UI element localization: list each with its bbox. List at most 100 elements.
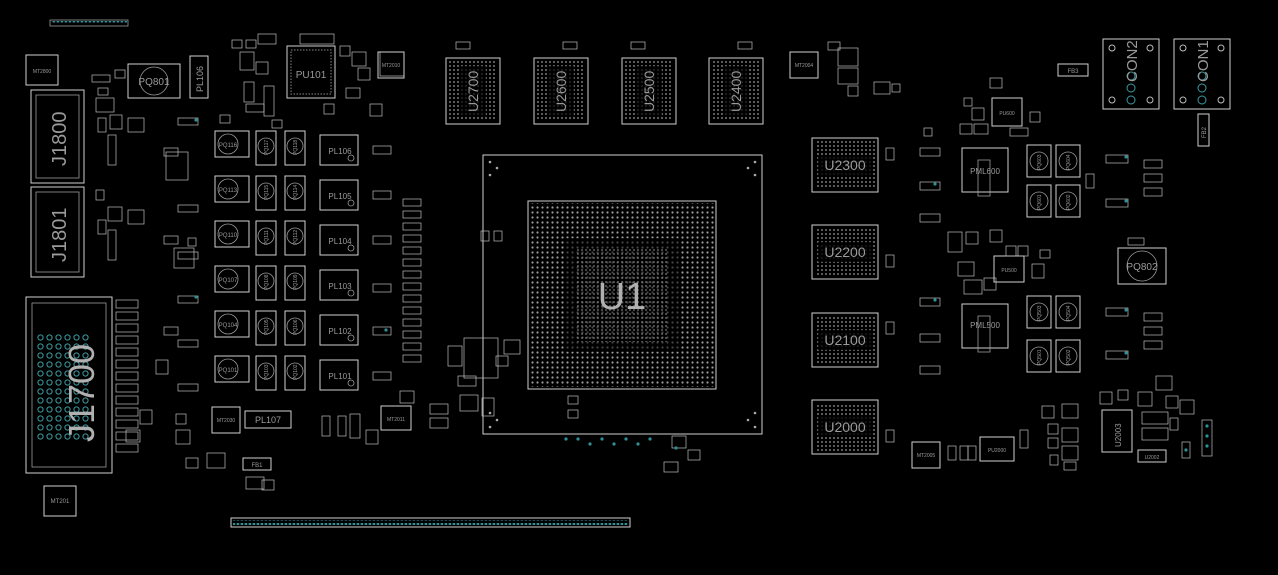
svg-text:MT2010: MT2010 bbox=[382, 63, 401, 69]
u2100-label: U2100 bbox=[824, 332, 865, 348]
svg-text:U2002: U2002 bbox=[1145, 455, 1160, 461]
fuse-fb2[interactable]: FB2 bbox=[1197, 113, 1210, 147]
mosfet-pq109[interactable]: PQ109 bbox=[284, 265, 306, 301]
svg-text:PL104: PL104 bbox=[328, 237, 352, 246]
svg-text:FB2: FB2 bbox=[1202, 126, 1208, 138]
inductor-pl103[interactable]: PL103 bbox=[319, 269, 359, 301]
u2600-label: U2600 bbox=[553, 71, 569, 112]
mosfet-pq105[interactable]: PQ105 bbox=[255, 310, 277, 346]
teal-vias-right bbox=[674, 155, 1209, 452]
memory-chip-u2500[interactable]: U2500 bbox=[621, 57, 677, 125]
memory-chip-u2100[interactable]: U2100 bbox=[811, 312, 879, 368]
svg-text:MT201: MT201 bbox=[51, 499, 70, 505]
pwm-controller-pu101[interactable]: PU101 bbox=[286, 45, 336, 99]
mosfet-pq503[interactable]: PQ503 bbox=[1026, 295, 1052, 329]
inductor-pl106[interactable]: PL106 bbox=[319, 134, 359, 166]
svg-text:PQ111: PQ111 bbox=[264, 230, 270, 245]
connector-j1801[interactable]: J1801 bbox=[30, 186, 85, 278]
mount-mt2004: MT2004 bbox=[789, 51, 819, 79]
fuse-fb1[interactable]: FB1 bbox=[242, 457, 272, 471]
memory-chip-u2600[interactable]: U2600 bbox=[533, 57, 589, 125]
mosfet-pq604[interactable]: PQ604 bbox=[1055, 144, 1081, 178]
connector-con2[interactable]: CON2 bbox=[1102, 38, 1160, 110]
inductor-pl106-small[interactable]: PL106 bbox=[189, 55, 209, 99]
u2400-label: U2400 bbox=[728, 71, 744, 112]
mosfet-pq116[interactable]: PQ116 bbox=[214, 130, 250, 158]
u2500-label: U2500 bbox=[641, 71, 657, 112]
mosfet-pq111[interactable]: PQ111 bbox=[255, 220, 277, 256]
mosfet-pq106[interactable]: PQ106 bbox=[284, 310, 306, 346]
mosfet-pq104[interactable]: PQ104 bbox=[214, 310, 250, 338]
svg-text:PQ110: PQ110 bbox=[219, 233, 238, 239]
inductor-pl102[interactable]: PL102 bbox=[319, 314, 359, 346]
memory-chip-u2200[interactable]: U2200 bbox=[811, 224, 879, 280]
controller-pu500[interactable]: PU500 bbox=[993, 255, 1025, 283]
mosfet-pq603[interactable]: PQ603 bbox=[1026, 144, 1052, 178]
mosfet-pq602[interactable]: PQ602 bbox=[1055, 184, 1081, 218]
mosfet-pq103[interactable]: PQ103 bbox=[255, 355, 277, 391]
mosfet-pq801[interactable]: PQ801 bbox=[127, 63, 181, 99]
fuse-fb3[interactable]: FB3 bbox=[1057, 63, 1089, 77]
svg-text:PL107: PL107 bbox=[255, 415, 281, 425]
gpu-u1[interactable]: U1 bbox=[482, 154, 763, 435]
svg-text:PQ603: PQ603 bbox=[1037, 154, 1043, 170]
mosfet-pq117[interactable]: PQ117 bbox=[255, 130, 277, 166]
mosfet-pq601[interactable]: PQ601 bbox=[1026, 184, 1052, 218]
mosfet-pq101[interactable]: PQ101 bbox=[214, 355, 250, 383]
mosfet-pq802[interactable]: PQ802 bbox=[1117, 247, 1167, 285]
passives-center bbox=[245, 41, 901, 491]
memory-chip-u2400[interactable]: U2400 bbox=[708, 57, 764, 125]
u2200-label: U2200 bbox=[824, 244, 865, 260]
inductor-pml600[interactable]: PML600 bbox=[961, 147, 1009, 197]
mosfet-pq110[interactable]: PQ110 bbox=[214, 220, 250, 248]
mosfet-pq118[interactable]: PQ118 bbox=[284, 130, 306, 166]
cap-column-vrm bbox=[163, 117, 422, 392]
j1800-label: J1800 bbox=[49, 112, 71, 167]
svg-text:PU2000: PU2000 bbox=[988, 448, 1006, 454]
mosfet-pq112[interactable]: PQ112 bbox=[284, 220, 306, 256]
svg-text:MT2011: MT2011 bbox=[387, 417, 405, 423]
svg-text:PQ602: PQ602 bbox=[1066, 194, 1072, 210]
chip-u2003[interactable]: U2003 bbox=[1101, 409, 1133, 453]
svg-text:PQ117: PQ117 bbox=[264, 140, 270, 155]
mosfet-pq115[interactable]: PQ115 bbox=[255, 175, 277, 211]
inductor-pml500[interactable]: PML500 bbox=[961, 303, 1009, 353]
connector-j1800[interactable]: J1800 bbox=[30, 89, 85, 184]
pcie-edge-connector[interactable] bbox=[230, 517, 631, 528]
mosfet-pq504[interactable]: PQ504 bbox=[1055, 295, 1081, 329]
svg-text:FB1: FB1 bbox=[251, 463, 263, 469]
chip-u2002[interactable]: U2002 bbox=[1137, 449, 1167, 463]
j1700-label: J1700 bbox=[61, 344, 102, 442]
svg-text:PL102: PL102 bbox=[328, 327, 352, 336]
svg-text:PQ118: PQ118 bbox=[293, 140, 299, 155]
connector-con1[interactable]: CON1 bbox=[1173, 38, 1231, 110]
mosfet-pq502[interactable]: PQ502 bbox=[1055, 339, 1081, 373]
memory-chip-u2300[interactable]: U2300 bbox=[811, 137, 879, 193]
inductor-pl101[interactable]: PL101 bbox=[319, 359, 359, 391]
mem-top-caps bbox=[455, 41, 753, 50]
memory-chip-u2000[interactable]: U2000 bbox=[811, 399, 879, 455]
j1801-label: J1801 bbox=[49, 208, 71, 263]
svg-text:PQ504: PQ504 bbox=[1066, 305, 1072, 321]
mem-right-caps bbox=[885, 147, 895, 443]
svg-text:PL105: PL105 bbox=[328, 192, 352, 201]
svg-text:PQ106: PQ106 bbox=[293, 319, 299, 335]
mosfet-pq108[interactable]: PQ108 bbox=[255, 265, 277, 301]
svg-text:PQ801: PQ801 bbox=[138, 77, 170, 88]
svg-text:PML600: PML600 bbox=[970, 167, 1000, 176]
memory-chip-u2700[interactable]: U2700 bbox=[445, 57, 501, 125]
controller-pu2000[interactable]: PU2000 bbox=[979, 436, 1015, 462]
svg-text:PL103: PL103 bbox=[328, 282, 352, 291]
controller-pu600[interactable]: PU600 bbox=[991, 97, 1023, 127]
inductor-pl105[interactable]: PL105 bbox=[319, 179, 359, 211]
inductor-pl104[interactable]: PL104 bbox=[319, 224, 359, 256]
connector-j1700[interactable]: J1700 bbox=[25, 296, 113, 474]
mount-mt2800: MT2800 bbox=[25, 54, 59, 86]
mosfet-pq102[interactable]: PQ102 bbox=[284, 355, 306, 391]
mosfet-pq113[interactable]: PQ113 bbox=[214, 175, 250, 203]
mosfet-pq107[interactable]: PQ107 bbox=[214, 265, 250, 293]
mosfet-pq114[interactable]: PQ114 bbox=[284, 175, 306, 211]
mosfet-pq501[interactable]: PQ501 bbox=[1026, 339, 1052, 373]
inductor-pl107[interactable]: PL107 bbox=[244, 410, 292, 429]
svg-text:PL106: PL106 bbox=[328, 147, 352, 156]
